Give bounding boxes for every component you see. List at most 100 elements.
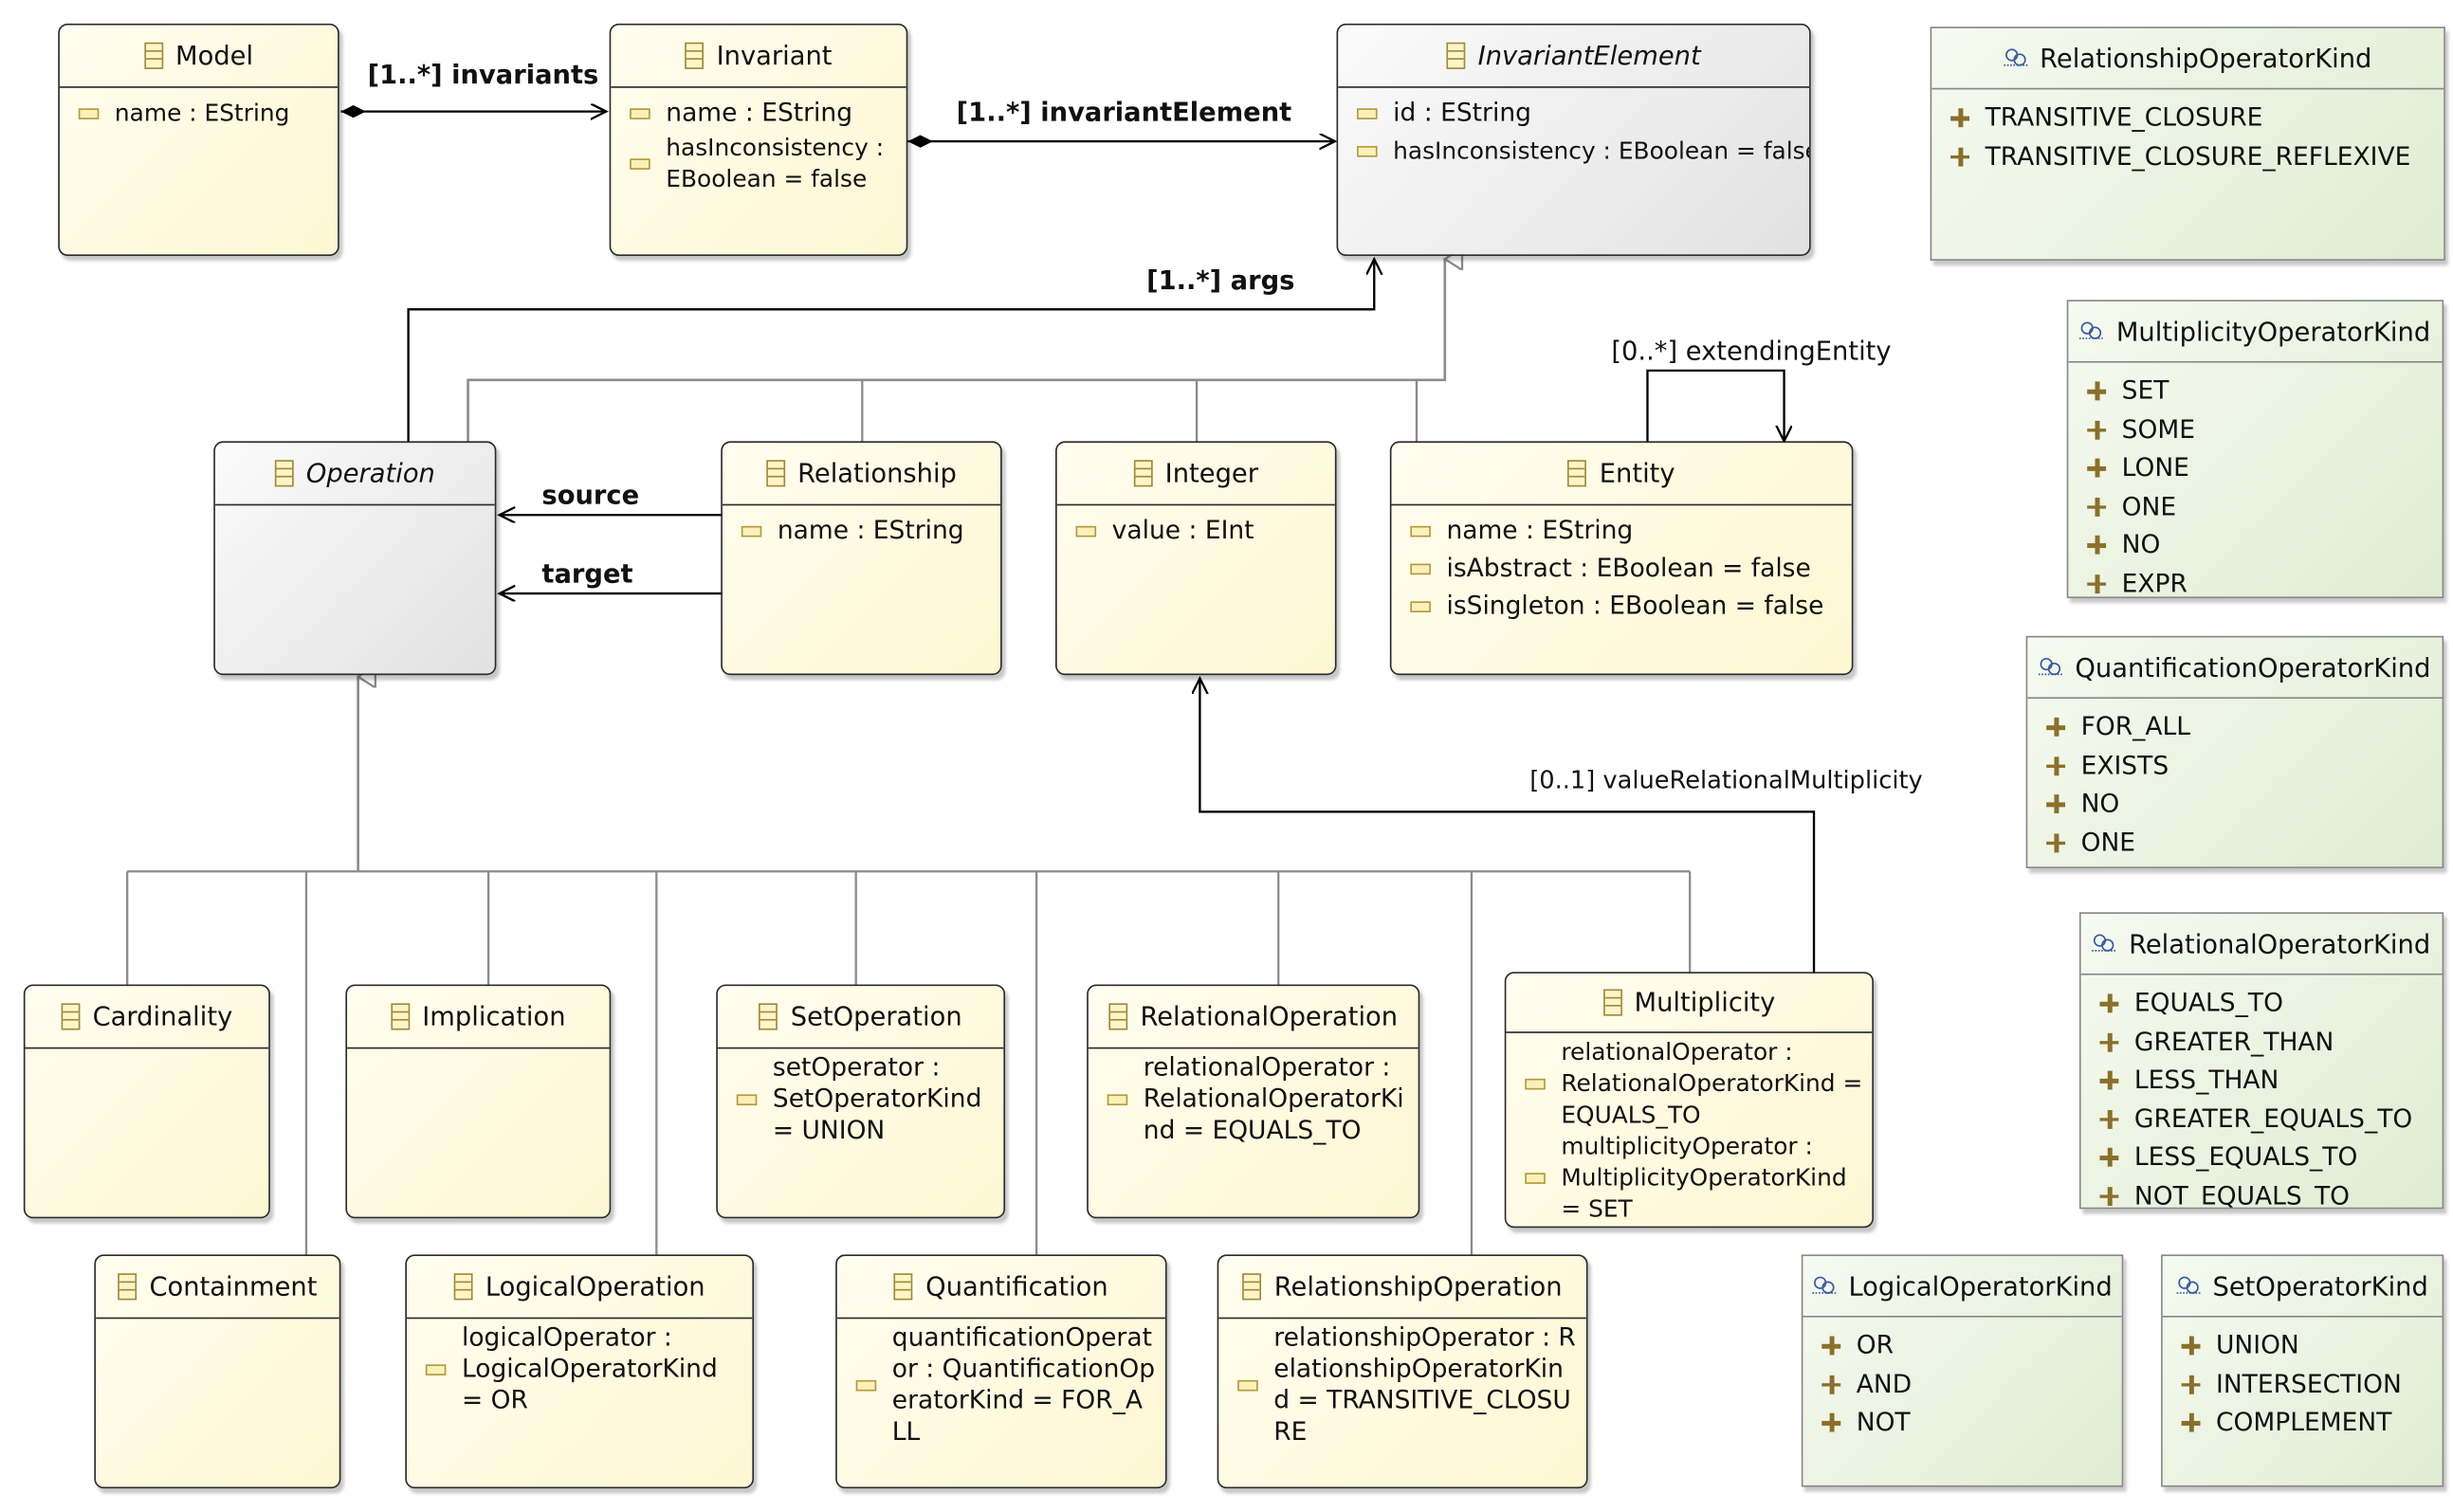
- class-header: Implication: [347, 986, 610, 1049]
- attribute-row[interactable]: relationalOperator : RelationalOperatorK…: [1107, 1052, 1409, 1146]
- enum-logical-operator-kind[interactable]: LogicalOperatorKind OR AND NOT: [1801, 1254, 2124, 1487]
- enum-icon: [2079, 319, 2104, 343]
- attribute-row[interactable]: isSingleton : EBoolean = false: [1410, 587, 1841, 625]
- enum-literal[interactable]: TRANSITIVE_CLOSURE: [1950, 99, 2437, 137]
- enum-relationship-operator-kind[interactable]: RelationshipOperatorKind TRANSITIVE_CLOS…: [1930, 27, 2445, 261]
- class-logical-operation[interactable]: LogicalOperation logicalOperator : Logic…: [405, 1254, 755, 1489]
- enum-literal[interactable]: TRANSITIVE_CLOSURE_REFLEXIVE: [1950, 137, 2437, 176]
- class-relationship-operation[interactable]: RelationshipOperation relationshipOperat…: [1217, 1254, 1588, 1489]
- enum-relational-operator-kind[interactable]: RelationalOperatorKind EQUALS_TO GREATER…: [2078, 912, 2444, 1210]
- enum-literal[interactable]: ONE: [2087, 487, 2436, 526]
- enum-literal[interactable]: NOT: [1821, 1404, 2115, 1443]
- attribute-row[interactable]: name : EString: [1410, 512, 1841, 550]
- class-containment[interactable]: Containment: [94, 1254, 341, 1489]
- attribute-icon: [1525, 1172, 1546, 1184]
- value-relational-multiplicity-line[interactable]: [1199, 679, 1816, 974]
- enum-literal[interactable]: GREATER_THAN: [2099, 1023, 2435, 1062]
- attribute-row[interactable]: quantificationOperator : QuantificationO…: [855, 1322, 1156, 1448]
- attribute-icon: [1357, 145, 1378, 156]
- enum-icon: [2092, 932, 2116, 956]
- class-relationship[interactable]: Relationship name : EString: [721, 441, 1002, 676]
- enum-literal[interactable]: LONE: [2087, 449, 2436, 488]
- attribute-row[interactable]: relationalOperator : RelationalOperatorK…: [1525, 1036, 1862, 1130]
- inherit-entity-line[interactable]: [1415, 378, 1445, 444]
- class-cardinality[interactable]: Cardinality: [23, 984, 270, 1219]
- literal-icon: [1821, 1375, 1841, 1394]
- enum-multiplicity-operator-kind[interactable]: MultiplicityOperatorKind SET SOME LONE O…: [2066, 300, 2444, 599]
- attribute-row[interactable]: setOperator : SetOperatorKind = UNION: [736, 1052, 995, 1146]
- enum-literal[interactable]: AND: [1821, 1365, 2115, 1404]
- attribute-row[interactable]: multiplicityOperator : MultiplicityOpera…: [1525, 1131, 1862, 1225]
- enum-literal[interactable]: INTERSECTION: [2181, 1365, 2436, 1404]
- attribute-row[interactable]: value : EInt: [1075, 512, 1326, 550]
- enum-literal[interactable]: SET: [2087, 373, 2436, 411]
- literal-icon: [2181, 1413, 2201, 1432]
- enum-literal[interactable]: SOME: [2087, 410, 2436, 449]
- class-header: RelationalOperation: [1088, 986, 1419, 1049]
- attribute-icon: [1107, 1093, 1128, 1105]
- class-multiplicity[interactable]: Multiplicity relationalOperator : Relati…: [1504, 972, 1874, 1229]
- enum-set-operator-kind[interactable]: SetOperatorKind UNION INTERSECTION COMPL…: [2161, 1254, 2444, 1487]
- attribute-row[interactable]: name : EString: [630, 94, 897, 132]
- attribute-row[interactable]: logicalOperator : LogicalOperatorKind = …: [425, 1322, 743, 1416]
- class-header: Quantification: [836, 1256, 1165, 1320]
- class-operation[interactable]: Operation: [213, 441, 497, 676]
- class-quantification[interactable]: Quantification quantificationOperator : …: [835, 1254, 1167, 1489]
- enum-literal[interactable]: FOR_ALL: [2046, 708, 2436, 747]
- attribute-icon: [630, 157, 650, 170]
- class-set-operation[interactable]: SetOperation setOperator : SetOperatorKi…: [716, 984, 1006, 1219]
- args-reference-line[interactable]: [407, 259, 1375, 444]
- attribute-icon: [1410, 525, 1431, 537]
- literal-icon: [2087, 536, 2107, 556]
- enum-literal[interactable]: EXISTS: [2046, 747, 2436, 786]
- enum-literal[interactable]: NOT_EQUALS_TO: [2099, 1176, 2435, 1208]
- enum-header: MultiplicityOperatorKind: [2068, 301, 2443, 363]
- literal-icon: [2099, 1109, 2119, 1129]
- value-relational-multiplicity-label: [0..1] valueRelationalMultiplicity: [1529, 766, 1923, 795]
- attribute-row[interactable]: hasInconsistency : EBoolean = false: [630, 132, 897, 194]
- class-entity[interactable]: Entity name : EString isAbstract : EBool…: [1389, 441, 1854, 676]
- enum-literal[interactable]: LESS_EQUALS_TO: [2099, 1139, 2435, 1177]
- attribute-icon: [736, 1093, 758, 1105]
- enum-literal[interactable]: GREATER_EQUALS_TO: [2099, 1100, 2435, 1139]
- enum-name: MultiplicityOperatorKind: [2115, 316, 2431, 347]
- enum-icon: [2176, 1274, 2201, 1298]
- class-name: Implication: [422, 1001, 566, 1032]
- class-name: Model: [175, 41, 254, 71]
- attribute-row[interactable]: relationshipOperator : RelationshipOpera…: [1237, 1322, 1577, 1448]
- class-invariant-element[interactable]: InvariantElement id : EString hasInconsi…: [1336, 23, 1811, 256]
- class-name: Entity: [1599, 458, 1675, 489]
- class-implication[interactable]: Implication: [345, 984, 612, 1219]
- attribute-row[interactable]: id : EString: [1357, 94, 1800, 132]
- class-icon: [1242, 1273, 1262, 1301]
- extending-entity-reference-line[interactable]: [1646, 369, 1784, 443]
- class-icon: [1108, 1003, 1128, 1030]
- enum-name: LogicalOperatorKind: [1848, 1270, 2113, 1302]
- class-integer[interactable]: Integer value : EInt: [1055, 441, 1337, 676]
- attribute-row[interactable]: name : EString: [78, 94, 328, 132]
- class-name: Integer: [1164, 458, 1258, 489]
- inherit-operation-line[interactable]: [467, 259, 1445, 444]
- attribute-row[interactable]: name : EString: [741, 512, 991, 550]
- literal-icon: [2087, 574, 2107, 593]
- enum-literal[interactable]: UNION: [2181, 1327, 2436, 1366]
- class-invariant[interactable]: Invariant name : EString hasInconsistenc…: [609, 23, 908, 256]
- attribute-row[interactable]: hasInconsistency : EBoolean = false: [1357, 132, 1809, 170]
- class-header: Integer: [1056, 443, 1335, 506]
- enum-literal[interactable]: NO: [2087, 526, 2436, 565]
- enum-literal[interactable]: EXPR: [2087, 564, 2436, 596]
- enum-quantification-operator-kind[interactable]: QuantificationOperatorKind FOR_ALL EXIST…: [2025, 635, 2444, 868]
- enum-literal[interactable]: EQUALS_TO: [2099, 985, 2435, 1024]
- class-name: RelationshipOperation: [1273, 1271, 1563, 1303]
- enum-icon: [1812, 1274, 1837, 1298]
- enum-literal[interactable]: OR: [1821, 1327, 2115, 1366]
- enum-literal[interactable]: LESS_THAN: [2099, 1062, 2435, 1101]
- attribute-row[interactable]: isAbstract : EBoolean = false: [1410, 550, 1841, 588]
- invariant-element-label: [1..*] invariantElement: [956, 97, 1292, 128]
- enum-literal[interactable]: NO: [2046, 785, 2436, 824]
- enum-literal[interactable]: ONE: [2046, 824, 2436, 863]
- enum-name: RelationshipOperatorKind: [2040, 43, 2372, 74]
- class-relational-operation[interactable]: RelationalOperation relationalOperator :…: [1087, 984, 1420, 1219]
- enum-literal[interactable]: COMPLEMENT: [2181, 1404, 2436, 1443]
- class-model[interactable]: Model name : EString: [58, 23, 339, 256]
